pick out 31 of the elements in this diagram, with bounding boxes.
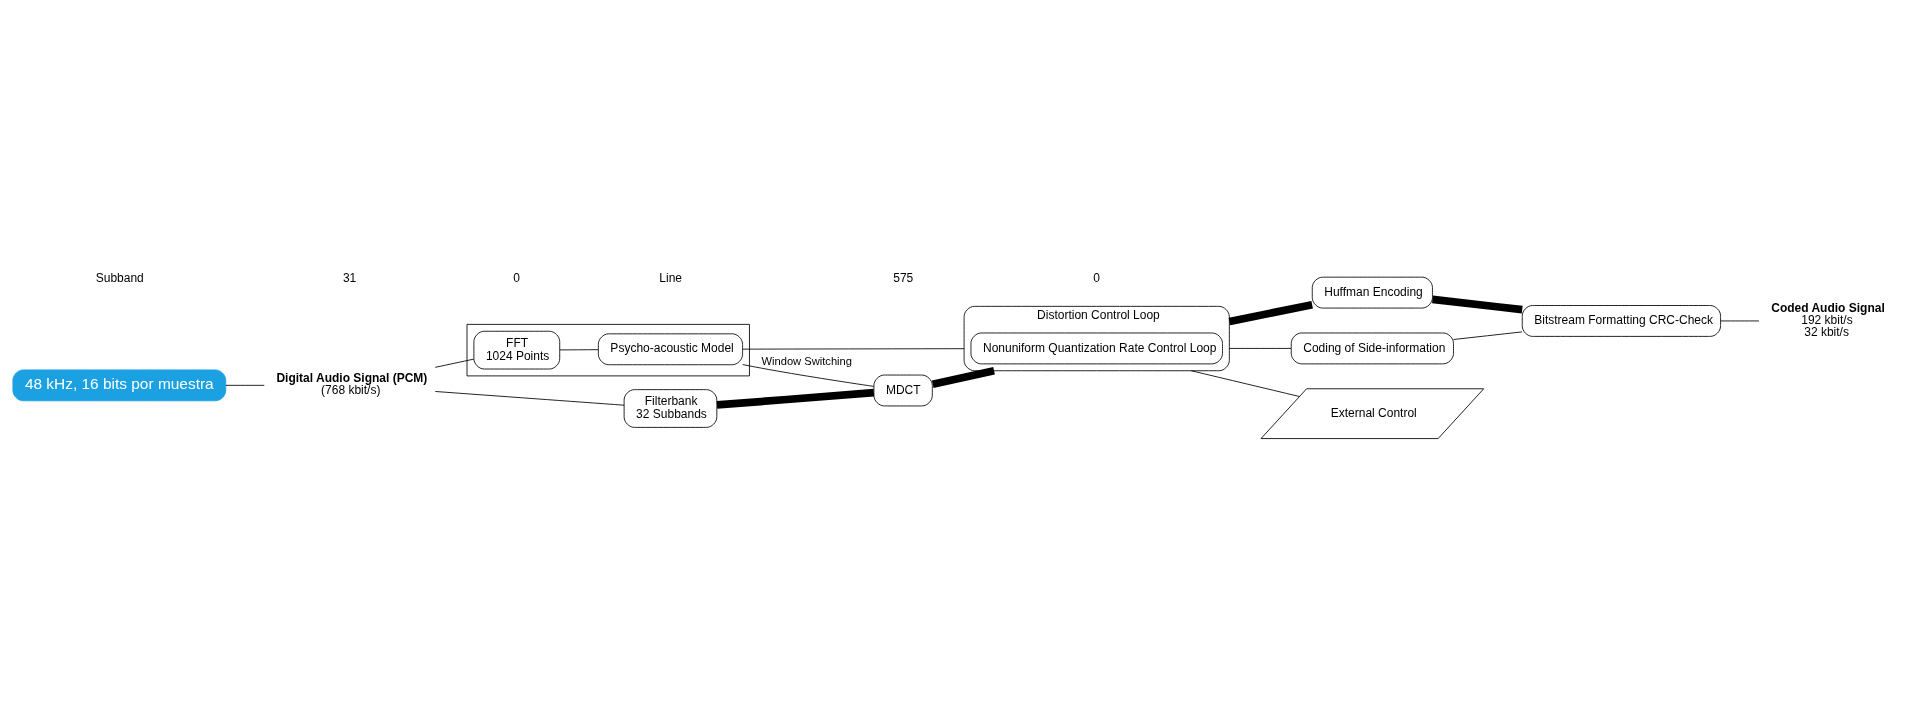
node-box: FFT 1024 Points xyxy=(473,330,561,369)
node-box: Filterbank 32 Subbands xyxy=(623,388,718,428)
connector xyxy=(931,366,995,388)
label: 31 xyxy=(342,270,357,285)
cluster xyxy=(466,323,750,376)
label: Subband xyxy=(95,270,144,285)
edge-label: Window Switching xyxy=(761,354,853,367)
node-text: Coded Audio Signal 192 kbit/s 32 kbit/s xyxy=(1771,300,1885,339)
connector xyxy=(559,348,599,350)
node-box: MDCT xyxy=(873,374,933,406)
node-text: Digital Audio Signal (PCM) (768 kbit/s) xyxy=(276,370,428,397)
label: Line xyxy=(659,270,682,285)
label: 0 xyxy=(1093,270,1100,285)
node-box: Coding of Side-information xyxy=(1290,332,1454,364)
label: 575 xyxy=(893,270,914,285)
node-box: Nonuniform Quantization Rate Control Loop xyxy=(970,332,1223,364)
connector xyxy=(1228,347,1292,349)
label: 0 xyxy=(513,270,521,285)
connector xyxy=(742,363,875,387)
node-box: 48 kHz, 16 bits por muestra xyxy=(12,368,227,401)
node-box: Huffman Encoding xyxy=(1311,276,1433,308)
connector xyxy=(1190,369,1300,397)
connector xyxy=(1720,320,1760,321)
connector xyxy=(434,358,475,368)
node-box: Psycho-acoustic Model xyxy=(597,332,743,365)
connector xyxy=(434,390,625,406)
connector xyxy=(225,384,265,386)
connector xyxy=(742,347,965,350)
node-box: Bitstream Formatting CRC-Check xyxy=(1521,304,1721,337)
connector xyxy=(1453,330,1523,340)
connector xyxy=(716,388,875,409)
